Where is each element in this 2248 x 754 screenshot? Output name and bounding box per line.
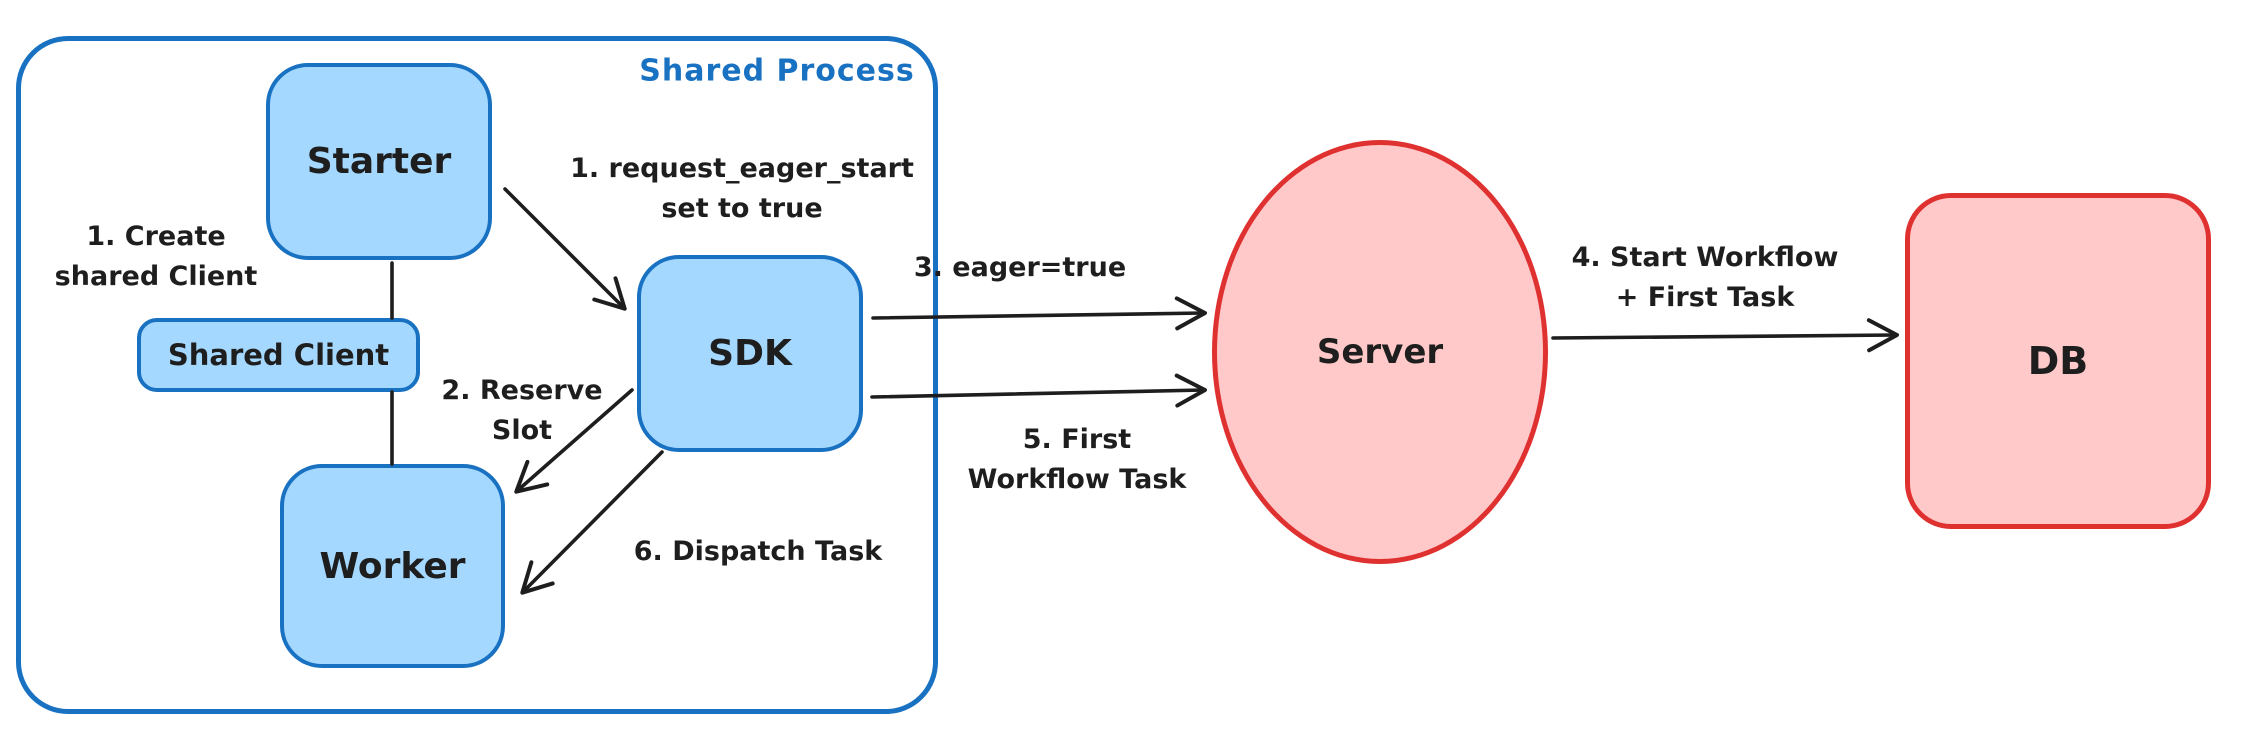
node-worker: Worker	[280, 464, 505, 668]
node-starter-label: Starter	[306, 141, 452, 182]
annotation-start-workflow-line2: + First Task	[1615, 282, 1795, 313]
node-worker-label: Worker	[319, 545, 466, 587]
arrow-server-db	[1551, 318, 1899, 353]
annotation-reserve-slot-line2: Slot	[491, 415, 553, 446]
annotation-eager-true-text: 3. eager=true	[913, 252, 1127, 283]
annotation-create-shared-client-line2: shared Client	[54, 261, 258, 292]
node-starter: Starter	[266, 63, 492, 260]
annotation-request-eager-start-line1: 1. request_eager_start	[570, 153, 914, 184]
node-shared-client: Shared Client	[137, 318, 420, 392]
annotation-start-workflow-line1: 4. Start Workflow	[1571, 242, 1839, 273]
node-sdk-label: SDK	[708, 333, 792, 374]
annotation-request-eager-start: 1. request_eager_start set to true	[570, 149, 914, 229]
node-shared-client-label: Shared Client	[167, 338, 390, 372]
node-db-label: DB	[2027, 339, 2089, 383]
node-server: Server	[1212, 140, 1548, 564]
annotation-request-eager-start-line2: set to true	[661, 193, 823, 224]
annotation-start-workflow: 4. Start Workflow + First Task	[1572, 238, 1839, 318]
annotation-first-workflow-task: 5. First Workflow Task	[968, 420, 1187, 500]
annotation-reserve-slot: 2. Reserve Slot	[441, 371, 602, 451]
annotation-create-shared-client-line1: 1. Create	[86, 221, 226, 252]
annotation-dispatch-task: 6. Dispatch Task	[634, 532, 882, 572]
node-server-label: Server	[1316, 332, 1444, 372]
node-db: DB	[1905, 193, 2211, 529]
annotation-reserve-slot-line1: 2. Reserve	[441, 375, 603, 406]
annotation-create-shared-client: 1. Create shared Client	[55, 217, 258, 297]
node-sdk: SDK	[637, 255, 863, 452]
annotation-eager-true: 3. eager=true	[914, 248, 1126, 288]
annotation-first-workflow-task-line1: 5. First	[1022, 424, 1132, 455]
shared-process-label: Shared Process	[639, 53, 915, 89]
annotation-first-workflow-task-line2: Workflow Task	[967, 464, 1187, 495]
annotation-dispatch-task-text: 6. Dispatch Task	[633, 536, 883, 567]
